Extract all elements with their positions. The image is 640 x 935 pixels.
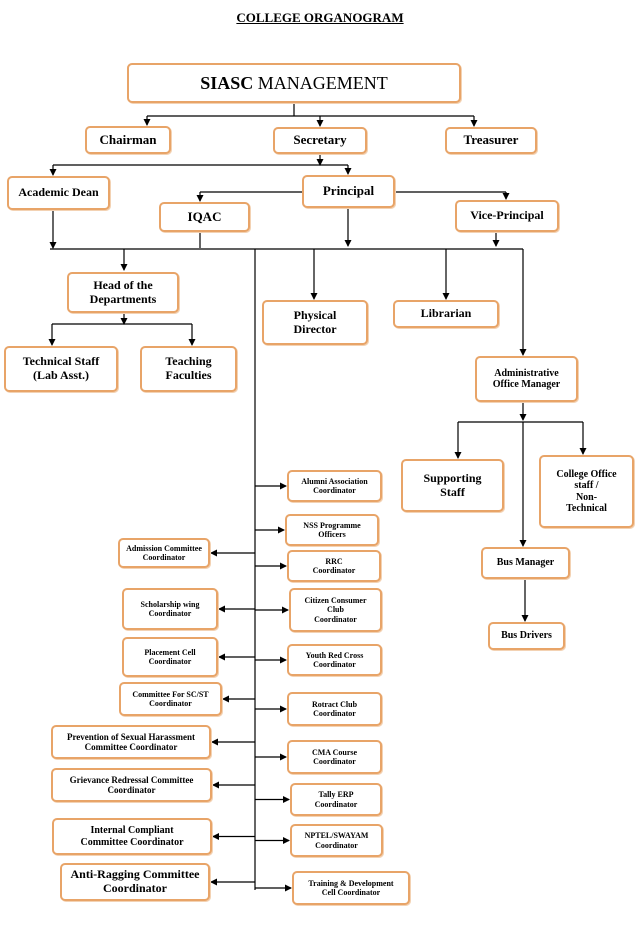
left-committee-box: Admission Committee Coordinator [118,538,210,568]
left-committee-box: Scholarship wing Coordinator [122,588,218,630]
left-committee-box: Committee For SC/ST Coordinator [119,682,222,716]
treasurer-box: Treasurer [445,127,537,154]
right-committee-box: Citizen Consumer Club Coordinator [289,588,382,632]
left-committee-box: Grievance Redressal Committee Coordinato… [51,768,212,802]
bus-manager-box: Bus Manager [481,547,570,579]
librarian-box: Librarian [393,300,499,328]
secretary-box: Secretary [273,127,367,154]
supporting-staff-box: Supporting Staff [401,459,504,512]
right-committee-box: RRC Coordinator [287,550,381,582]
page-title-text: COLLEGE ORGANOGRAM [236,10,404,25]
college-office-staff-box: College Office staff / Non- Technical [539,455,634,528]
iqac-box: IQAC [159,202,250,232]
vice-principal-box: Vice-Principal [455,200,559,232]
technical-staff-box: Technical Staff (Lab Asst.) [4,346,118,392]
physical-director-box: Physical Director [262,300,368,345]
academic-dean-box: Academic Dean [7,176,110,210]
bus-drivers-box: Bus Drivers [488,622,565,650]
right-committee-box: Youth Red Cross Coordinator [287,644,382,676]
left-committee-box: Prevention of Sexual Harassment Committe… [51,725,211,759]
right-committee-box: NPTEL/SWAYAM Coordinator [290,824,383,857]
principal-box: Principal [302,175,395,208]
admin-office-manager-box: Administrative Office Manager [475,356,578,402]
management-box: SIASC MANAGEMENT [127,63,461,103]
left-committee-box: Anti-Ragging Committee Coordinator [60,863,210,901]
chairman-box: Chairman [85,126,171,154]
left-committee-box: Placement Cell Coordinator [122,637,218,677]
right-committee-box: Alumni Association Coordinator [287,470,382,502]
teaching-faculties-box: Teaching Faculties [140,346,237,392]
management-name: SIASC [200,72,254,93]
right-committee-box: Rotract Club Coordinator [287,692,382,726]
right-committee-box: CMA Course Coordinator [287,740,382,774]
right-committee-box: NSS Programme Officers [285,514,379,546]
page-title: COLLEGE ORGANOGRAM [0,10,640,26]
management-label: MANAGEMENT [253,72,388,93]
left-committee-box: Internal Compliant Committee Coordinator [52,818,212,855]
hod-box: Head of the Departments [67,272,179,313]
right-committee-box: Training & Development Cell Coordinator [292,871,410,905]
right-committee-box: Tally ERP Coordinator [290,783,382,816]
